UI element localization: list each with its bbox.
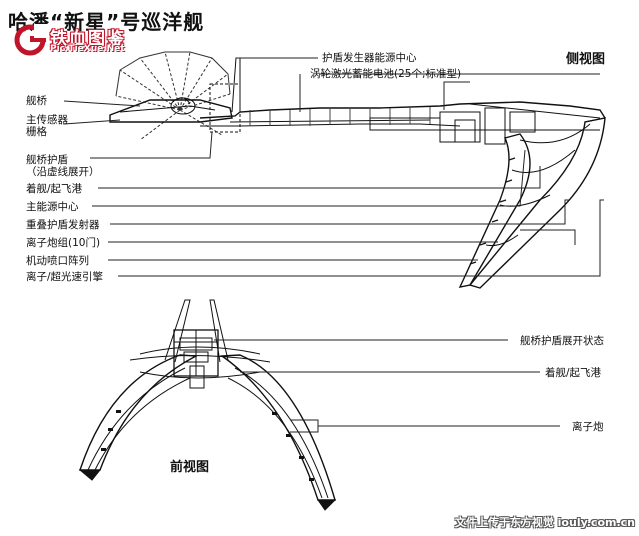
front-view-leaders xyxy=(214,339,560,433)
label-sensor-grid: 栅格 xyxy=(26,126,47,138)
label-ion-cannon: 离子炮 xyxy=(572,421,604,433)
label-front-landing-bay: 着舰/起飞港 xyxy=(545,367,602,379)
label-bridge: 舰桥 xyxy=(26,95,47,107)
label-maneuvering-thrusters: 机动喷口阵列 xyxy=(26,255,89,267)
side-view-title: 侧视图 xyxy=(566,52,606,67)
side-view-leaders xyxy=(63,57,604,277)
label-shield-generator-power: 护盾发生器能源中心 xyxy=(322,52,417,64)
side-view-ship xyxy=(109,51,606,289)
label-landing-bay: 着舰/起飞港 xyxy=(26,183,83,195)
logo-url: Pic.TieXue.Net xyxy=(50,44,125,54)
bottom-watermark: 文件上传于东方视觉 iouly.com.cn xyxy=(454,516,635,529)
label-ion-hyperdrive-engine: 离子/超光速引擎 xyxy=(26,271,104,283)
label-overlap-shield-projector: 重叠护盾发射器 xyxy=(26,219,100,231)
label-bridge-shield-deployed: 舰桥护盾展开状态 xyxy=(520,335,604,347)
front-view-title: 前视图 xyxy=(170,460,210,475)
front-view-ship xyxy=(78,299,337,511)
label-turbolaser-batteries: 涡轮激光蓄能电池(25个;标准型) xyxy=(310,68,462,80)
label-ion-cannon-group: 离子炮组(10门) xyxy=(26,237,101,249)
logo-mark-icon xyxy=(14,24,48,56)
site-logo: 铁血图鉴 Pic.TieXue.Net xyxy=(14,24,149,56)
label-main-sensor: 主传感器 xyxy=(26,114,68,126)
label-main-power-center: 主能源中心 xyxy=(26,201,79,213)
label-bridge-shield: 舰桥护盾 xyxy=(26,154,68,166)
logo-name: 铁血图鉴 xyxy=(50,29,126,49)
label-unfold-note: （沿虚线展开） xyxy=(26,166,100,178)
